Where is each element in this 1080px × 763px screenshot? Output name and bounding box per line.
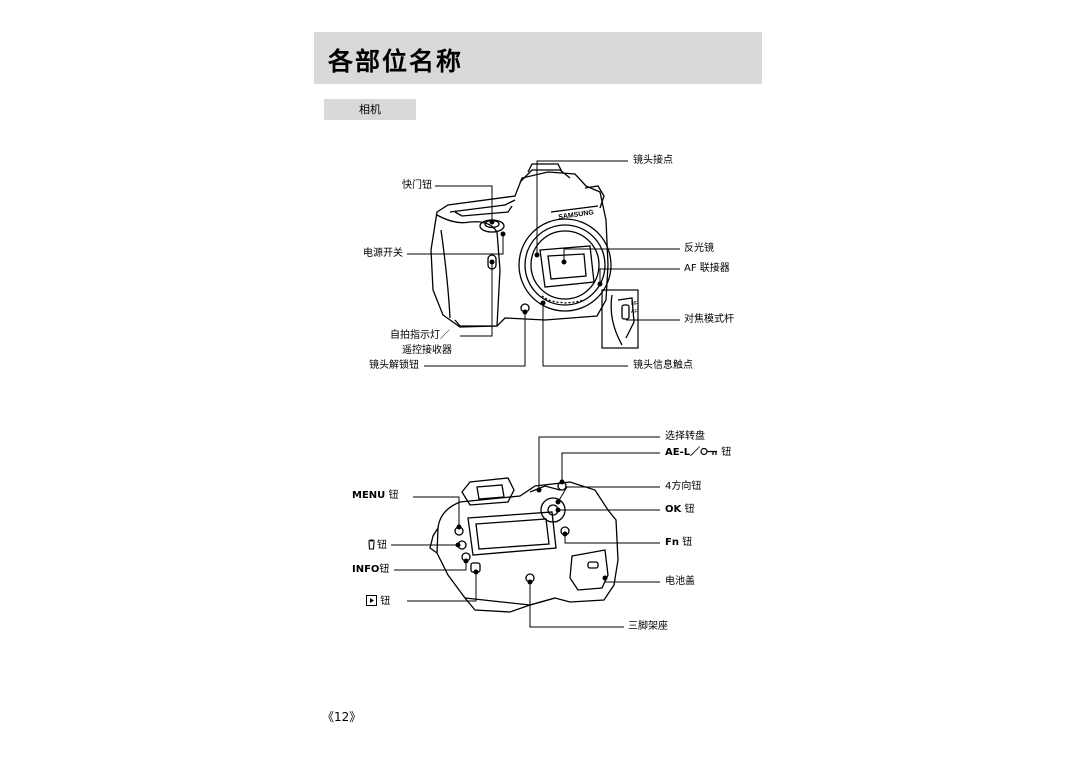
label-battery: 电池盖 [665, 576, 695, 587]
leader-fn [564, 534, 660, 544]
leader-battery [604, 578, 660, 583]
label-info: INFO钮 [352, 564, 389, 576]
leader-selftimer [460, 262, 493, 337]
ael-text: AE-L／ [665, 447, 701, 458]
label-af-coupler: AF 联接器 [684, 263, 730, 274]
switch-af: AF [631, 309, 637, 315]
label-menu: MENU 钮 [352, 490, 398, 502]
info-suffix: 钮 [379, 564, 390, 575]
label-lens-release: 镜头解锁钮 [369, 360, 419, 371]
leader-info [394, 561, 467, 571]
leader-lens-release [424, 312, 526, 367]
label-lens-contacts: 镜头接点 [633, 155, 673, 166]
label-ok: OK 钮 [665, 504, 694, 516]
fn-suffix: 钮 [682, 537, 693, 548]
delete-suffix: 钮 [377, 540, 387, 551]
menu-suffix: 钮 [388, 490, 399, 501]
leader-ael [561, 452, 660, 482]
leader-lens-info [542, 303, 628, 367]
label-mirror: 反光镜 [684, 243, 714, 254]
play-suffix: 钮 [380, 596, 391, 607]
label-delete: 钮 [366, 539, 387, 552]
play-icon [366, 595, 377, 606]
leader-dial [538, 436, 660, 490]
ael-suffix: 钮 [721, 447, 732, 458]
section-tab: 相机 [324, 99, 416, 120]
label-selftimer-2: 遥控接收器 [402, 345, 452, 356]
focus-lever-inset [601, 289, 639, 349]
key-icon [700, 447, 718, 456]
front-camera-drawing [430, 163, 612, 328]
leader-af [599, 268, 680, 284]
leader-play [407, 572, 477, 602]
label-focus-lever: 对焦模式杆 [684, 314, 734, 325]
label-power: 电源开关 [363, 248, 403, 259]
label-play: 钮 [366, 595, 390, 608]
page-title: 各部位名称 [328, 47, 464, 76]
label-ael: AE-L／ 钮 [665, 447, 731, 459]
info-text: INFO [352, 564, 380, 575]
leader-shutter [435, 185, 493, 222]
back-camera-drawing [429, 477, 619, 613]
label-selftimer-1: 自拍指示灯／ [390, 330, 450, 341]
ok-suffix: 钮 [684, 504, 695, 515]
ok-text: OK [665, 504, 682, 515]
brand-mark: SAMSUNG [558, 209, 595, 221]
page-number: 《12》 [322, 710, 362, 724]
leader-lens-contacts [536, 160, 628, 255]
leader-mirror [563, 248, 680, 262]
label-lens-info: 镜头信息触点 [633, 360, 693, 371]
leader-power [407, 234, 504, 255]
leader-tripod [529, 582, 624, 628]
menu-text: MENU [352, 490, 386, 501]
fn-text: Fn [665, 537, 679, 548]
title-band: 各部位名称 [314, 32, 762, 84]
label-fn: Fn 钮 [665, 537, 692, 549]
delete-icon [368, 539, 375, 550]
label-shutter: 快门钮 [402, 180, 432, 191]
label-tripod: 三脚架座 [628, 621, 668, 632]
label-dial: 选择转盘 [665, 431, 705, 442]
leader-menu [413, 496, 460, 527]
label-4way: 4方向钮 [665, 481, 702, 492]
switch-mf: MF [631, 301, 638, 307]
leader-4way [557, 486, 660, 503]
